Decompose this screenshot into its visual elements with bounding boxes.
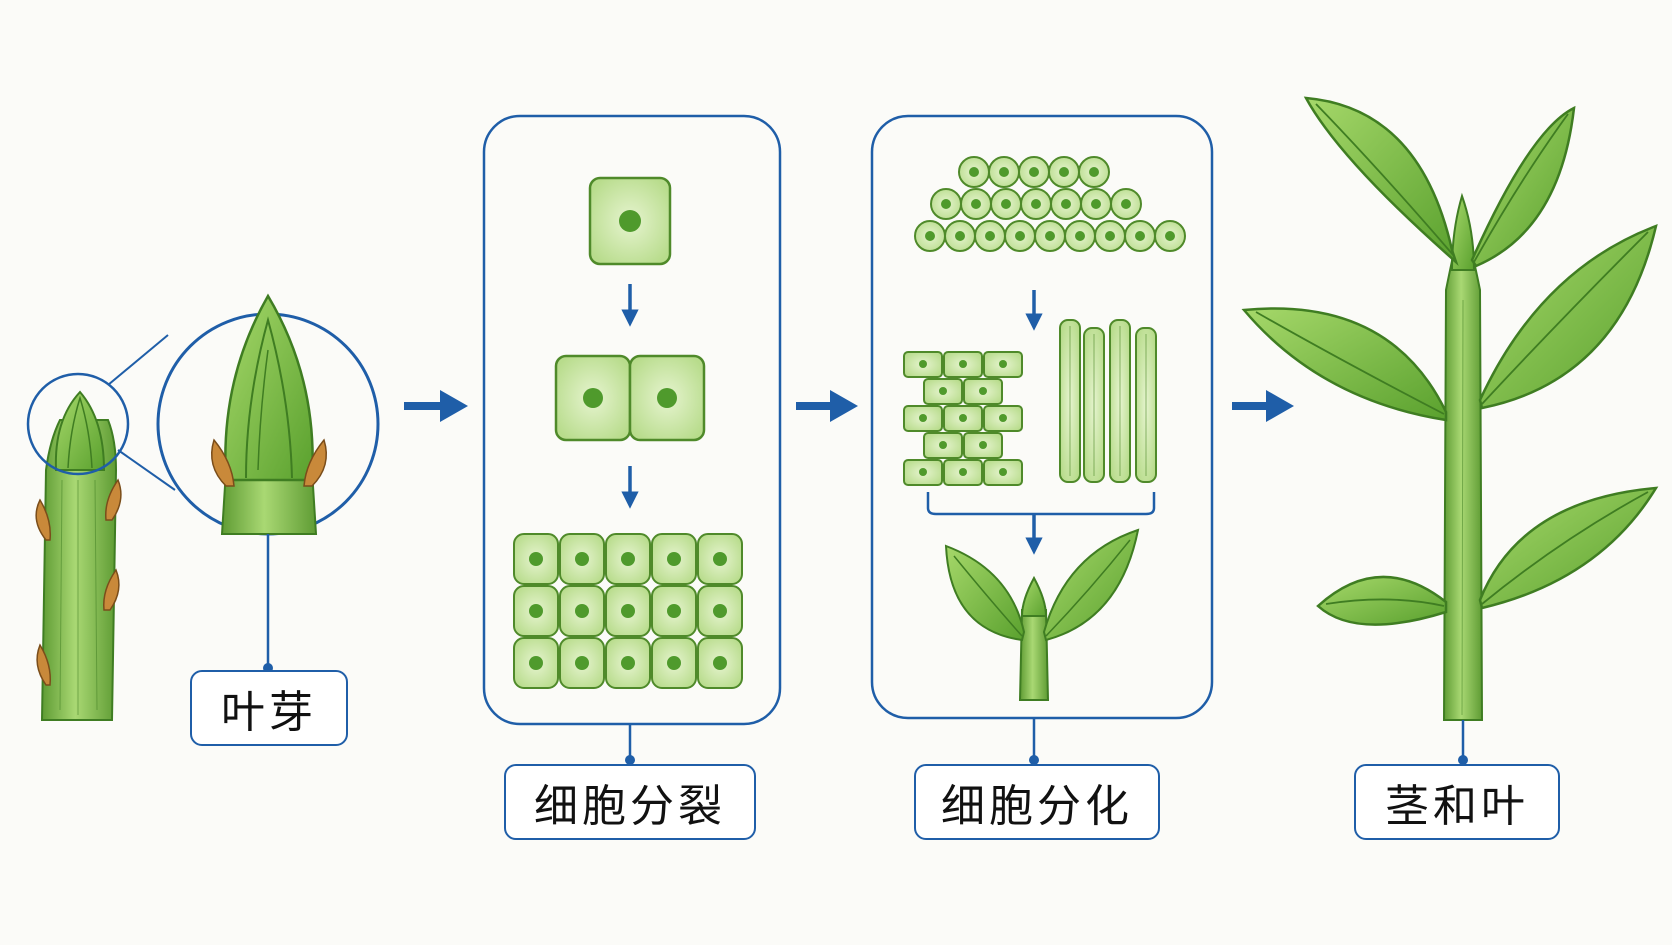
nucleus (969, 167, 979, 177)
nucleus (667, 604, 681, 618)
leaf (1241, 307, 1448, 422)
nucleus (979, 441, 987, 449)
nucleus (919, 414, 927, 422)
lateral-bud (105, 478, 122, 521)
leaf (1478, 486, 1659, 610)
stem-texture (59, 479, 98, 715)
stage-label-leaf-bud: 叶芽 (190, 670, 348, 746)
nucleus (959, 468, 967, 476)
leaf (1316, 575, 1448, 626)
stage-label-stem-and-leaves: 茎和叶 (1354, 764, 1560, 840)
stage-label-cell-division: 细胞分裂 (504, 764, 756, 840)
nucleus (1061, 199, 1071, 209)
leaf (1303, 96, 1459, 266)
nucleus (621, 604, 635, 618)
nucleus (583, 388, 603, 408)
nucleus (959, 414, 967, 422)
nucleus (575, 604, 589, 618)
nucleus (979, 387, 987, 395)
nucleus (657, 388, 677, 408)
nucleus (941, 199, 951, 209)
nucleus (939, 441, 947, 449)
nucleus (1089, 167, 1099, 177)
nucleus (1075, 231, 1085, 241)
nucleus (529, 552, 543, 566)
nucleus (985, 231, 995, 241)
nucleus (1105, 231, 1115, 241)
lateral-bud (36, 643, 52, 686)
stage-3-cell-differentiation (870, 114, 1214, 765)
magnified-bud-scale (211, 438, 235, 487)
nucleus (1045, 231, 1055, 241)
cell-grid (513, 533, 743, 689)
process-arrow-2 (796, 390, 858, 422)
nucleus (1165, 231, 1175, 241)
nucleus (919, 360, 927, 368)
terminal-bud (54, 390, 106, 471)
nucleus (713, 656, 727, 670)
magnify-source-circle (26, 372, 130, 476)
lateral-bud (103, 568, 120, 611)
nucleus (999, 468, 1007, 476)
nucleus (619, 210, 641, 232)
nucleus (529, 656, 543, 670)
nucleus (529, 604, 543, 618)
nucleus (939, 387, 947, 395)
nucleus (1029, 167, 1039, 177)
nucleus (1059, 167, 1069, 177)
magnified-bud-scale (303, 438, 327, 487)
nucleus (1121, 199, 1131, 209)
nucleus (667, 656, 681, 670)
nucleus (959, 360, 967, 368)
nucleus (1135, 231, 1145, 241)
nucleus (1031, 199, 1041, 209)
vascular-tissue (1059, 319, 1157, 483)
nucleus (1015, 231, 1025, 241)
nucleus (999, 167, 1009, 177)
nucleus (621, 552, 635, 566)
seedling-bud (1020, 575, 1048, 617)
lateral-bud (35, 498, 52, 541)
stage-1-leaf-bud (26, 293, 380, 721)
stage-label-cell-differentiation: 细胞分化 (914, 764, 1160, 840)
cell-differentiation-panel (870, 114, 1214, 720)
leaf (1478, 223, 1658, 410)
nucleus (919, 468, 927, 476)
process-arrow-3 (1232, 390, 1294, 422)
nucleus (621, 656, 635, 670)
nucleus (713, 604, 727, 618)
nucleus (1091, 199, 1101, 209)
stage-4-stem-and-leaves (1241, 96, 1659, 765)
nucleus (999, 360, 1007, 368)
nucleus (575, 552, 589, 566)
nucleus (925, 231, 935, 241)
nucleus (1001, 199, 1011, 209)
nucleus (667, 552, 681, 566)
cell-division-panel (482, 114, 782, 726)
nucleus (955, 231, 965, 241)
nucleus (971, 199, 981, 209)
nucleus (999, 414, 1007, 422)
stage-2-cell-division (482, 114, 782, 765)
leaf (1470, 105, 1576, 268)
epidermal-tissue (903, 351, 1023, 486)
seedling-stem (1018, 609, 1050, 701)
cell-mound (914, 156, 1186, 252)
merge-bracket (926, 492, 1156, 516)
nucleus (575, 656, 589, 670)
nucleus (713, 552, 727, 566)
process-arrow-1 (404, 390, 468, 422)
